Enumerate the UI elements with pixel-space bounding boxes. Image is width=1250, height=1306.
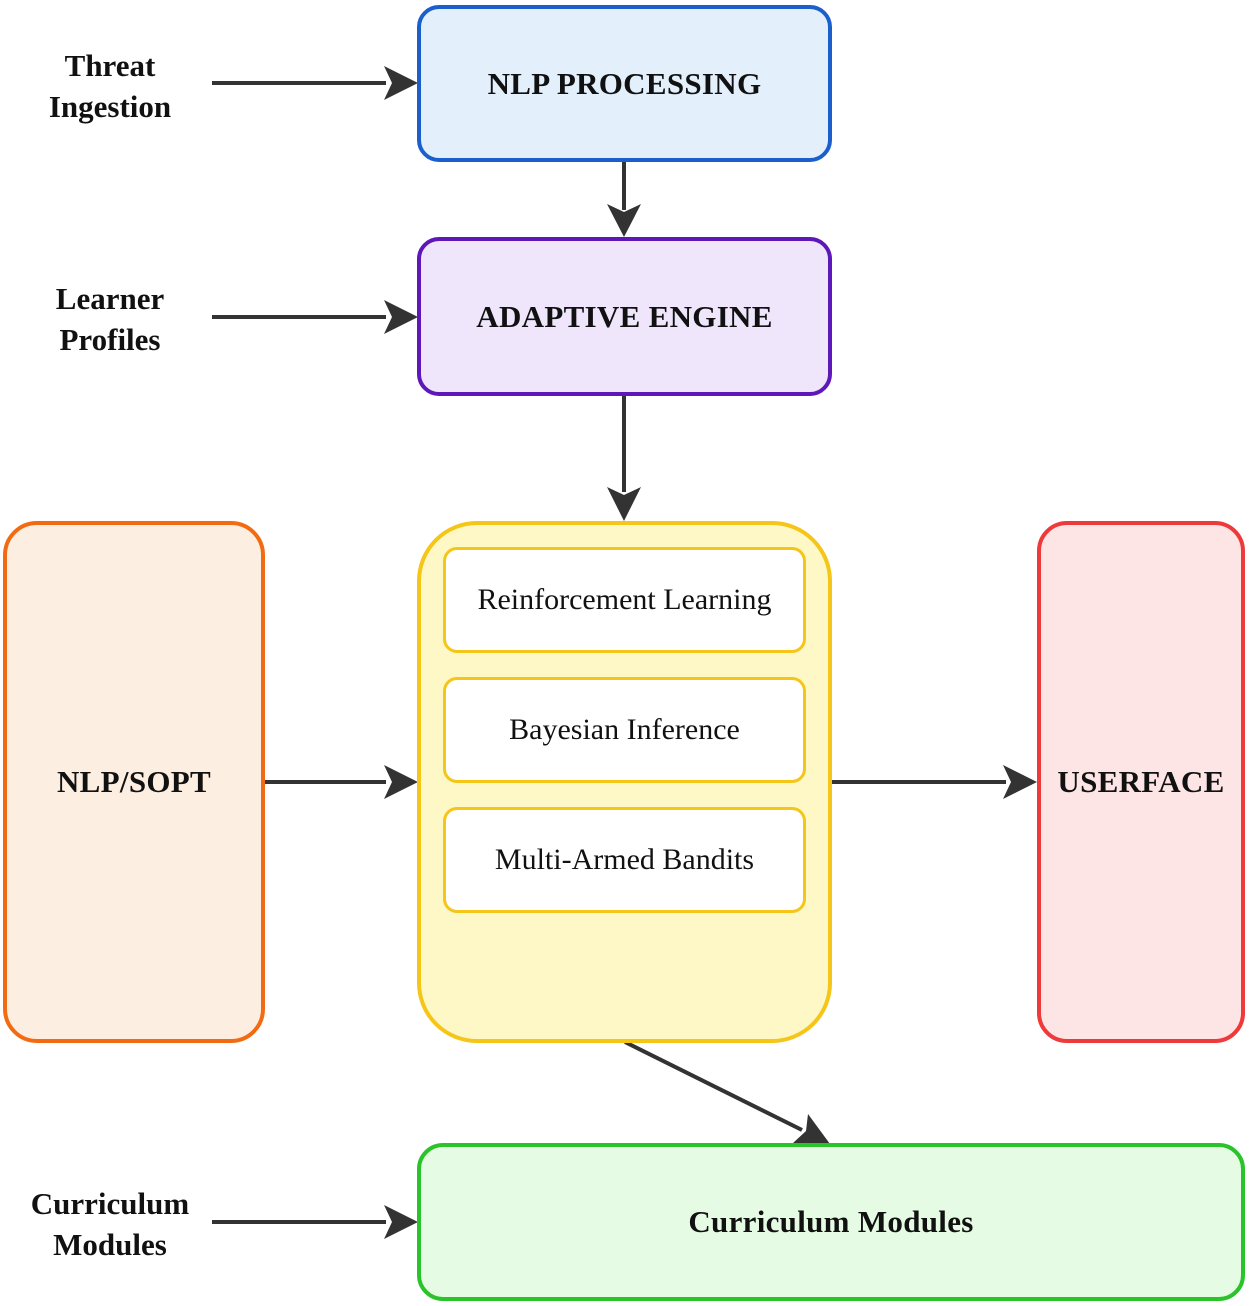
arrowhead-threat xyxy=(384,66,418,100)
bayesian-inference-box: Bayesian Inference xyxy=(443,677,806,783)
arrowhead-userface xyxy=(1003,765,1037,799)
curriculum-modules-label: Curriculum Modules xyxy=(688,1204,974,1239)
reinforcement-learning-label: Reinforcement Learning xyxy=(477,583,772,616)
curriculum-modules-box: Curriculum Modules xyxy=(417,1143,1245,1301)
multi-armed-bandits-label: Multi-Armed Bandits xyxy=(494,843,755,876)
arrowhead-curriculum-input xyxy=(384,1205,418,1239)
nlp-processing-box: NLP PROCESSING xyxy=(417,5,832,162)
threat-ingestion-line2: Ingestion xyxy=(48,89,172,124)
arrowhead-nlp-adaptive xyxy=(607,204,641,237)
bayesian-inference-label: Bayesian Inference xyxy=(509,713,740,746)
learner-profiles-label: Learner Profiles xyxy=(30,278,190,360)
arrowhead-sopt xyxy=(384,765,418,799)
curriculum-input-line1: Curriculum xyxy=(30,1186,190,1221)
multi-armed-bandits-box: Multi-Armed Bandits xyxy=(443,807,806,913)
arrowhead-learner xyxy=(384,300,418,334)
arrowhead-adaptive-core xyxy=(607,487,641,521)
reinforcement-learning-box: Reinforcement Learning xyxy=(443,547,806,653)
userface-box: USERFACE xyxy=(1037,521,1245,1043)
userface-label: USERFACE xyxy=(1057,764,1225,799)
nlp-processing-label: NLP PROCESSING xyxy=(487,65,762,101)
curriculum-input-line2: Modules xyxy=(53,1227,167,1262)
threat-ingestion-line1: Threat xyxy=(64,48,156,83)
adaptive-engine-label: ADAPTIVE ENGINE xyxy=(476,298,773,334)
arrow-core-to-curriculum xyxy=(624,1040,803,1132)
nlp-sopt-box: NLP/SOPT xyxy=(3,521,265,1043)
nlp-sopt-label: NLP/SOPT xyxy=(57,764,211,799)
learner-profiles-line2: Profiles xyxy=(59,322,161,357)
curriculum-modules-input-label: Curriculum Modules xyxy=(10,1183,210,1265)
learner-profiles-line1: Learner xyxy=(55,281,165,316)
arrowhead-curriculum-diag xyxy=(793,1114,830,1144)
threat-ingestion-label: Threat Ingestion xyxy=(30,45,190,127)
adaptive-engine-box: ADAPTIVE ENGINE xyxy=(417,237,832,396)
